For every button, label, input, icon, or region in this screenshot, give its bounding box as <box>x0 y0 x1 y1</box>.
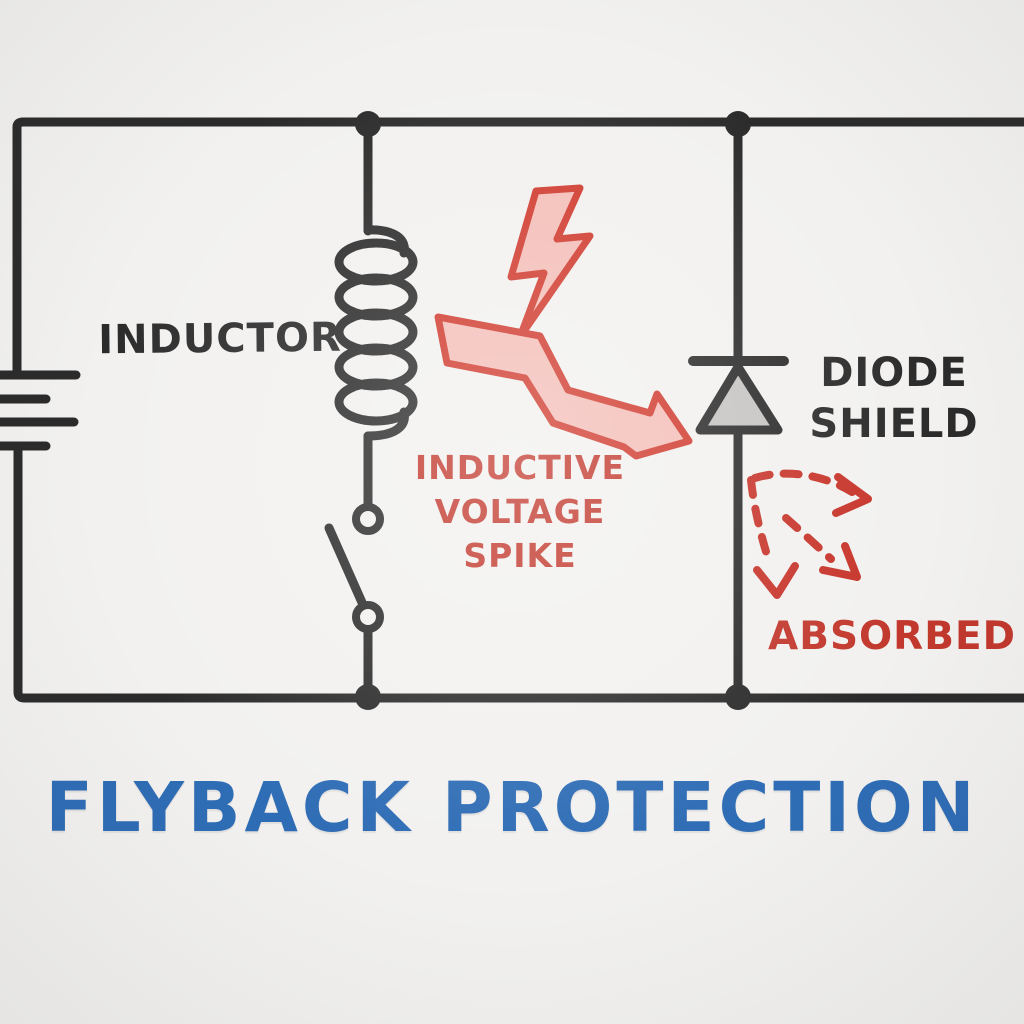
junction-dot <box>355 684 381 710</box>
dashed-arrow-diagonal <box>782 514 835 563</box>
switch-top-terminal <box>352 503 384 535</box>
junction-dot <box>725 684 751 710</box>
junction-dot <box>355 111 381 137</box>
dashed-arrow-down <box>747 476 772 562</box>
voltage-spike-arrow-icon <box>434 313 693 460</box>
coil-loop <box>334 378 418 426</box>
battery-icon <box>0 370 81 451</box>
open-switch-icon <box>324 503 384 633</box>
top-left-wire <box>12 117 1024 379</box>
diode-shield-label: DIODE SHIELD <box>796 348 992 450</box>
voltage-spike-label: INDUCTIVE VOLTAGE SPIKE <box>395 446 645 578</box>
switch-lever <box>324 523 369 612</box>
junction-dot <box>725 111 751 137</box>
absorbed-dashed-arrows-icon <box>747 469 872 599</box>
diode-triangle <box>695 362 783 435</box>
voltage-spike-label-line2: VOLTAGE <box>434 492 606 531</box>
lightning-bolt-shape <box>507 184 594 341</box>
dashed-arrow-right-head <box>832 473 872 517</box>
junction-dots <box>355 111 751 710</box>
switch-bottom-terminal <box>352 601 384 633</box>
inductor-coil-icon <box>334 225 418 441</box>
spike-arrow-shape <box>434 313 693 460</box>
dashed-arrow-diagonal-head <box>819 542 861 581</box>
coil-exit-hook <box>363 407 409 441</box>
diode-icon <box>688 356 789 435</box>
inductor-label: INDUCTOR <box>98 314 342 364</box>
voltage-spike-label-line1: INDUCTIVE <box>414 448 626 487</box>
dashed-arrow-down-head <box>753 562 799 599</box>
absorbed-label: ABSORBED <box>768 614 1016 659</box>
voltage-spike-label-line3: SPIKE <box>463 536 577 575</box>
bottom-left-wire <box>13 443 1024 703</box>
lightning-bolt-icon <box>507 184 594 341</box>
diode-shield-label-line1: DIODE <box>820 350 968 396</box>
dashed-arrow-right <box>751 469 856 496</box>
page-title: FLYBACK PROTECTION <box>45 768 979 848</box>
diode-shield-label-line2: SHIELD <box>809 401 979 447</box>
